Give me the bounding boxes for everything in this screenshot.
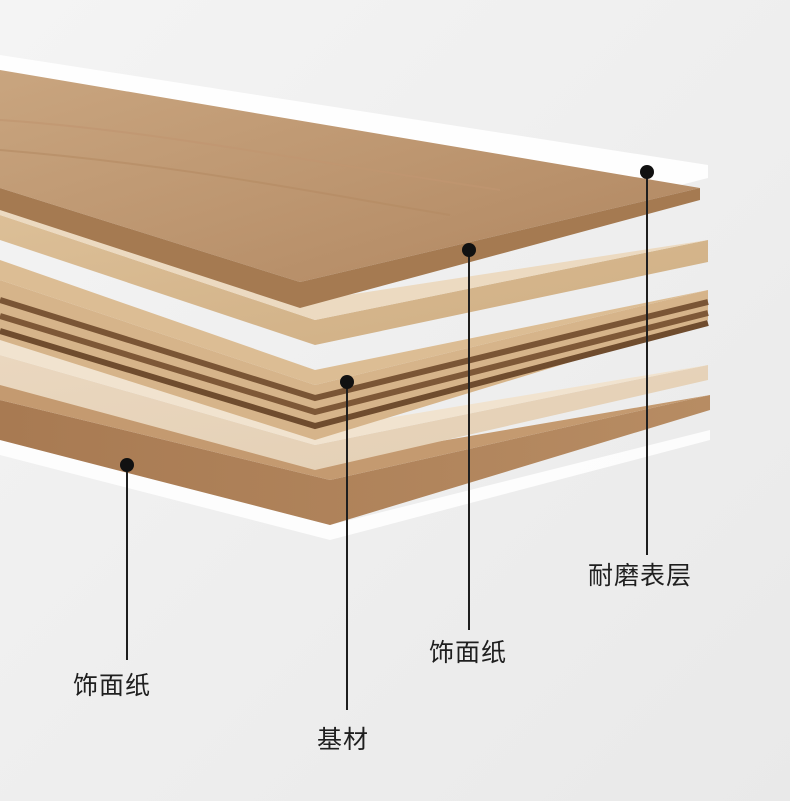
bottom-film [0,430,710,540]
label-wear-layer: 耐磨表层 [588,561,693,590]
middle-decor-paper [0,198,708,345]
dot-substrate [340,375,354,389]
dot-wear-layer [640,165,654,179]
label-substrate: 基材 [317,725,370,754]
top-wood-board [0,70,700,308]
label-decor-paper-bottom: 饰面纸 [73,671,152,700]
dot-decor-paper-bottom [120,458,134,472]
label-decor-paper-top: 饰面纸 [429,638,508,667]
dot-decor-paper-top [462,243,476,257]
substrate-stack [0,260,709,440]
